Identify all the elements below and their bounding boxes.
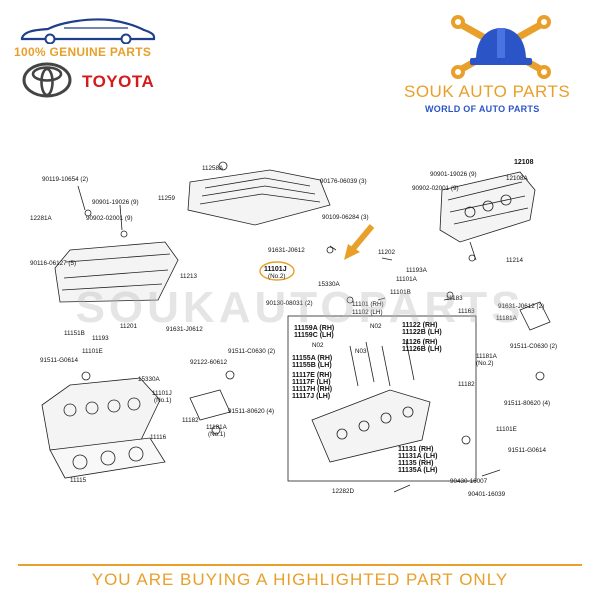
part-label: 11117J (LH)	[292, 393, 330, 400]
part-label: 11183	[446, 295, 463, 302]
footer-divider	[18, 564, 582, 566]
part-label: 91511-80620 (4)	[504, 400, 550, 407]
parts-diagram: 11101J (No.2) 11258A 11259 90176-06039 (…	[30, 159, 557, 498]
part-label: 90119-10654 (2)	[42, 176, 88, 183]
part-label: 11101J	[152, 390, 172, 397]
part-label: 11135 (RH)	[398, 460, 433, 467]
part-label: 11102 (LH)	[352, 309, 383, 316]
part-label: 91631-J0612	[166, 326, 203, 333]
part-label: 11117E (RH)	[292, 372, 332, 379]
part-label: 11259	[158, 195, 176, 202]
part-label: 11131 (RH)	[398, 446, 433, 453]
part-label: 12282D	[332, 488, 355, 495]
part-label: 11101E	[82, 348, 103, 355]
part-label: 11101B	[390, 289, 411, 296]
footer: YOU ARE BUYING A HIGHLIGHTED PART ONLY	[0, 560, 600, 600]
genuine-parts-label: 100% GENUINE PARTS	[14, 45, 152, 59]
part-label: 11182	[458, 381, 475, 388]
right-valve-cover-drawing	[439, 171, 536, 243]
part-label: 11122B (LH)	[402, 329, 442, 336]
part-label: 11117F (LH)	[292, 379, 331, 386]
right-cylinder-head-drawing	[311, 389, 431, 463]
part-label: 90430-16007	[450, 478, 488, 485]
shop-tagline: WORLD OF AUTO PARTS	[425, 104, 540, 114]
part-label: 11101 (RH)	[352, 301, 384, 308]
part-label: 15330A	[318, 281, 341, 288]
part-label: 12281A	[30, 215, 53, 222]
part-label: 91511-C0630 (2)	[510, 343, 557, 350]
part-label: 11155A (RH)	[292, 355, 332, 362]
part-label: N02	[370, 323, 382, 330]
part-label: 91511-G0614	[40, 357, 79, 364]
part-label: 11151B	[64, 330, 85, 337]
toyota-emblem-icon	[22, 62, 72, 98]
wrench-hardhat-logo-icon	[451, 15, 551, 79]
highlighted-part-ring	[259, 261, 295, 281]
part-label: 11101A	[396, 276, 418, 283]
part-label: 90902-02001 (9)	[412, 185, 459, 192]
car-silhouette-icon	[20, 18, 156, 44]
part-label: 90176-06039 (3)	[320, 178, 367, 185]
part-label: N03	[355, 348, 367, 355]
part-label: 11201	[120, 323, 138, 330]
part-label: 11117H (RH)	[292, 386, 332, 393]
part-label: 11126 (RH)	[402, 339, 437, 346]
part-label: 11101E	[496, 426, 517, 433]
part-label: 11193	[92, 335, 109, 342]
part-label: 92122-60612	[190, 359, 228, 366]
part-label: 11135A (LH)	[398, 467, 437, 474]
part-label: 91631-J0612	[268, 247, 305, 254]
part-label: 90109-06284 (3)	[322, 214, 369, 221]
part-label: 90401-16039	[468, 491, 506, 498]
part-label: 12108	[514, 159, 534, 166]
part-label: 11159C (LH)	[294, 332, 334, 339]
highlighted-part-number: 11101J	[264, 266, 287, 273]
part-label: 11202	[378, 249, 396, 256]
highlight-arrow-icon	[344, 224, 375, 260]
part-label: 90901-19026 (9)	[92, 199, 139, 206]
part-label: (No.1)	[208, 431, 226, 438]
part-label: 12108A	[506, 175, 529, 182]
part-label: N02	[312, 342, 324, 349]
part-label: 91511-C0630 (2)	[228, 348, 275, 355]
part-label: 90902-02001 (9)	[86, 215, 133, 222]
head-gasket-drawing	[49, 437, 166, 479]
part-label: 11131A (LH)	[398, 453, 437, 460]
part-label: 11214	[506, 257, 524, 264]
part-label: 15330A	[138, 376, 161, 383]
shop-name: SOUK AUTO PARTS	[404, 82, 571, 101]
part-label: 11159A (RH)	[294, 325, 334, 332]
highlighted-part-note: (No.2)	[268, 273, 286, 280]
left-valve-cover-drawing	[54, 241, 179, 303]
part-label: 11181A	[496, 315, 518, 322]
part-label: 90130-08031 (2)	[266, 300, 313, 307]
part-label: (No.2)	[476, 360, 494, 367]
part-label: 11182	[182, 417, 199, 424]
part-label: 11163	[458, 308, 475, 315]
part-label: 11213	[180, 273, 198, 280]
part-label: 11116	[150, 434, 167, 441]
part-label: 11181A	[476, 353, 498, 360]
watermark: SOUKAUTOPARTS	[75, 283, 525, 332]
highlighted-part-notice: YOU ARE BUYING A HIGHLIGHTED PART ONLY	[91, 570, 509, 589]
brand-name: TOYOTA	[82, 72, 155, 91]
part-label: (No.1)	[154, 397, 172, 404]
header: 100% GENUINE PARTS TOYOTA SOUK	[0, 0, 600, 130]
part-label: 90901-19026 (9)	[430, 171, 477, 178]
cylinder-head-assembly-box	[287, 315, 477, 482]
part-label: 90116-06127 (5)	[30, 260, 76, 267]
part-label: 11193A	[406, 267, 428, 274]
part-label: 91511-80620 (4)	[228, 408, 274, 415]
part-label: 11155B (LH)	[292, 362, 332, 369]
part-label: 11258A	[202, 165, 224, 172]
part-label: 11181A	[206, 424, 228, 431]
part-label: 11122 (RH)	[402, 322, 437, 329]
engine-cover-drawing	[187, 169, 331, 226]
part-label: 11126B (LH)	[402, 346, 442, 353]
part-label: 91631-J0612 (2)	[498, 303, 544, 310]
part-label: 91511-G0614	[508, 447, 547, 454]
part-label: 11115	[70, 477, 87, 484]
